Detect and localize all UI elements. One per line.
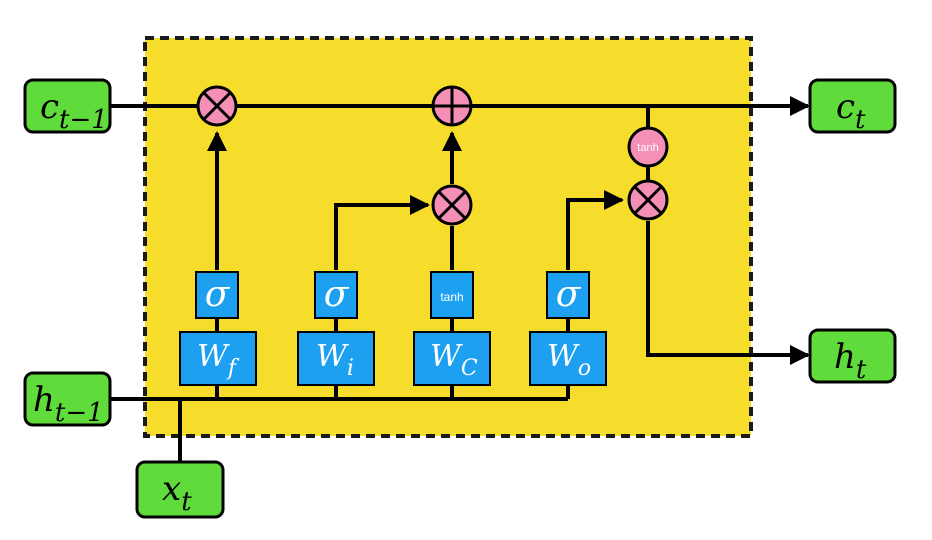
svg-text:ht−1: ht−1 [33,380,104,428]
activation-label-input: σ [324,274,350,315]
h-next-sub: t [856,355,867,385]
activation-box-forget: σ [195,271,239,319]
input-multiply-node [431,184,473,226]
c-next-base: c [836,87,855,127]
multiply-icon [633,185,663,215]
svg-text:ht: ht [834,337,867,385]
h-prev-sub: t−1 [55,398,104,428]
forget-multiply-node [196,85,238,127]
weight-o-sub: o [578,356,591,381]
connection-lines [108,96,810,462]
add-icon [433,87,471,125]
output-gate-line [566,190,624,270]
weight-f-base: W [197,339,230,374]
c-prev-sub: t−1 [59,105,108,135]
h-prev-base: h [33,380,55,420]
activation-label-candidate: tanh [440,290,463,304]
weight-c-sub: C [461,356,478,381]
svg-text:ct: ct [836,87,866,135]
activation-label-output: σ [556,274,582,315]
io-box-x-t: xt [135,460,225,519]
activation-box-candidate: tanh [430,271,474,319]
svg-text:Wi: Wi [316,339,354,381]
cell-add-node [431,85,473,127]
io-box-c-next: ct [808,78,897,135]
multiply-icon [202,91,232,121]
weight-box-o: Wo [529,331,607,386]
io-box-h-next: ht [808,328,897,385]
hidden-state-out-line [646,221,810,365]
weight-box-f: Wf [179,331,257,386]
weight-box-i: Wi [297,331,375,386]
activation-label-forget: σ [205,274,231,315]
cell-tanh-label: tanh [637,142,658,154]
cell-tanh-node: tanh [627,126,669,168]
weight-box-c: WC [413,331,491,386]
c-prev-base: c [40,87,59,127]
weight-o-base: W [547,339,580,374]
svg-text:Wo: Wo [547,339,591,381]
activation-box-input: σ [314,271,358,319]
multiply-icon [437,190,467,220]
svg-text:ct−1: ct−1 [40,87,108,135]
io-box-h-prev: ht−1 [23,371,112,428]
output-multiply-node [627,179,669,221]
x-t-base: x [162,469,181,509]
c-next-sub: t [855,105,866,135]
svg-text:WC: WC [430,339,478,381]
activation-box-output: σ [546,271,590,319]
h-next-base: h [834,337,856,377]
weight-i-sub: i [347,356,354,381]
svg-text:xt: xt [162,469,192,517]
io-box-c-prev: ct−1 [23,78,112,135]
weight-i-base: W [316,339,349,374]
input-gate-line [334,195,430,270]
x-t-sub: t [181,487,192,517]
weight-c-base: W [430,339,463,374]
